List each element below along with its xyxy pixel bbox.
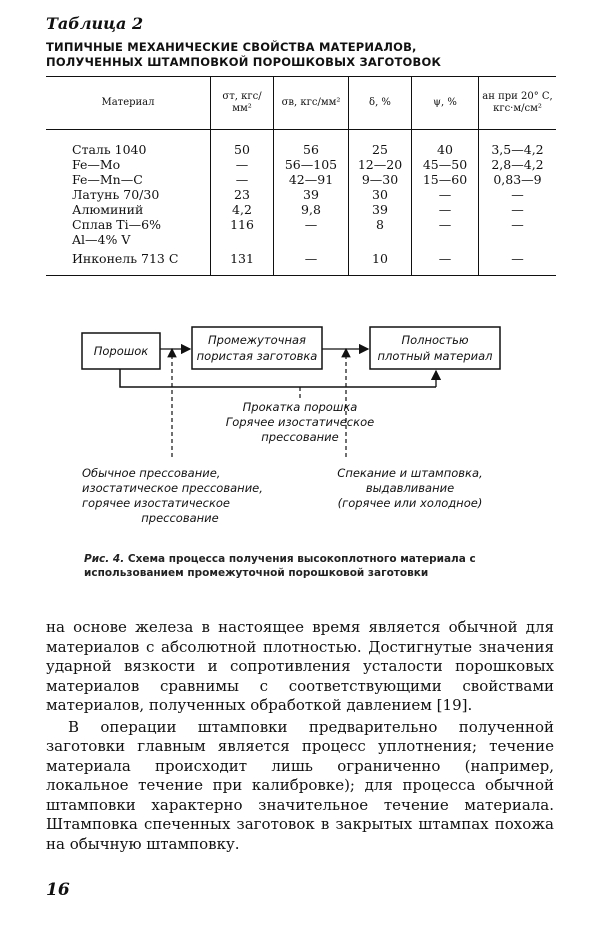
table-cell: Латунь 70/30 bbox=[72, 187, 160, 202]
table-cell: Инконель 713 С bbox=[72, 250, 179, 266]
table-cell: 9—30 bbox=[348, 172, 412, 187]
table-cell: — bbox=[478, 187, 556, 202]
table-row: Инконель 713 С 131 — 10 — — bbox=[46, 247, 556, 276]
center-label-line: Горячее изостатическое bbox=[226, 415, 374, 429]
table-row: Сплав Ti—6% 116 — 8 — — bbox=[46, 217, 556, 232]
table-cell: 2,8—4,2 bbox=[478, 157, 556, 172]
box-powder-label: Порошок bbox=[94, 344, 149, 358]
right-label-line: (горячее или холодное) bbox=[338, 496, 483, 510]
header-impact-toughness: aн при 20° С, кгс·м/см² bbox=[478, 76, 556, 130]
table-cell bbox=[348, 232, 412, 247]
table-cell: Алюминий bbox=[72, 202, 144, 217]
table-row: Сталь 1040 50 56 25 40 3,5—4,2 bbox=[46, 129, 556, 157]
table-cell: 39 bbox=[348, 202, 412, 217]
table-cell: Fe—Mo bbox=[72, 157, 121, 172]
left-label-line: горячее изостатическое bbox=[82, 496, 230, 510]
table-cell: — bbox=[273, 247, 349, 276]
table-cell: — bbox=[210, 157, 274, 172]
table-row: Fe—Mo — 56—105 12—20 45—50 2,8—4,2 bbox=[46, 157, 556, 172]
table-cell: Сталь 1040 bbox=[72, 142, 147, 157]
paragraph: на основе железа в настоящее время являе… bbox=[46, 618, 554, 714]
table-header-row: Материал σт, кгс/мм² σв, кгс/мм² δ, % ψ,… bbox=[46, 76, 556, 130]
table-cell bbox=[478, 232, 556, 247]
table-cell: 116 bbox=[210, 217, 274, 232]
left-label-line: изостатическое прессование, bbox=[82, 481, 263, 495]
table-row: Латунь 70/30 23 39 30 — — bbox=[46, 187, 556, 202]
table-row: Fe—Mn—C — 42—91 9—30 15—60 0,83—9 bbox=[46, 172, 556, 187]
table-cell: Fe—Mn—C bbox=[72, 172, 143, 187]
table-cell: 12—20 bbox=[348, 157, 412, 172]
center-label-line: прессование bbox=[261, 430, 338, 444]
table-title: ТИПИЧНЫЕ МЕХАНИЧЕСКИЕ СВОЙСТВА МАТЕРИАЛО… bbox=[46, 40, 566, 70]
table-cell: — bbox=[411, 202, 479, 217]
table-cell: — bbox=[411, 187, 479, 202]
table-cell: — bbox=[411, 247, 479, 276]
figure-caption-lead: Рис. 4. bbox=[84, 553, 125, 565]
table-cell: 9,8 bbox=[273, 202, 349, 217]
table-title-line: ТИПИЧНЫЕ МЕХАНИЧЕСКИЕ СВОЙСТВА МАТЕРИАЛО… bbox=[46, 40, 417, 54]
paragraph: В операции штамповки предварительно полу… bbox=[46, 717, 554, 853]
box-intermediate-line: Промежуточная bbox=[208, 333, 306, 347]
table-cell: 10 bbox=[348, 247, 412, 276]
box-intermediate bbox=[191, 326, 323, 370]
table-cell: 40 bbox=[411, 129, 479, 157]
box-dense-material bbox=[369, 326, 501, 370]
right-label-line: Спекание и штамповка, bbox=[337, 466, 482, 480]
body-text: на основе железа в настоящее время являе… bbox=[46, 618, 554, 854]
table-title-line: ПОЛУЧЕННЫХ ШТАМПОВКОЙ ПОРОШКОВЫХ ЗАГОТОВ… bbox=[46, 55, 442, 69]
box-intermediate-line: пористая заготовка bbox=[197, 349, 318, 363]
header-material: Материал bbox=[46, 76, 211, 130]
table-cell bbox=[210, 232, 274, 247]
table-cell: 15—60 bbox=[411, 172, 479, 187]
table-cell: Al—4% V bbox=[72, 232, 131, 247]
table-cell bbox=[273, 232, 349, 247]
header-yield-strength: σт, кгс/мм² bbox=[210, 76, 274, 130]
table-cell: 23 bbox=[210, 187, 274, 202]
table-cell: — bbox=[478, 202, 556, 217]
table-cell: 131 bbox=[210, 247, 274, 276]
table-cell: 42—91 bbox=[273, 172, 349, 187]
properties-table: Материал σт, кгс/мм² σв, кгс/мм² δ, % ψ,… bbox=[46, 76, 556, 276]
bypass-line bbox=[119, 369, 436, 388]
table-cell: 56 bbox=[273, 129, 349, 157]
table-row: Алюминий 4,2 9,8 39 — — bbox=[46, 202, 556, 217]
table-row: Al—4% V bbox=[46, 232, 556, 247]
box-dense-line: Полностью bbox=[401, 333, 468, 347]
table-cell: 8 bbox=[348, 217, 412, 232]
header-tensile-strength: σв, кгс/мм² bbox=[273, 76, 349, 130]
table-cell: 3,5—4,2 bbox=[478, 129, 556, 157]
box-dense-line: плотный материал bbox=[378, 349, 494, 363]
table-cell: 50 bbox=[210, 129, 274, 157]
table-cell: 56—105 bbox=[273, 157, 349, 172]
table-cell: — bbox=[273, 217, 349, 232]
page-number: 16 bbox=[46, 880, 70, 900]
left-label-line: Обычное прессование, bbox=[82, 466, 220, 480]
right-label-line: выдавливание bbox=[366, 481, 454, 495]
table-cell: — bbox=[478, 217, 556, 232]
table-cell bbox=[411, 232, 479, 247]
table-cell: — bbox=[478, 247, 556, 276]
table-cell: 45—50 bbox=[411, 157, 479, 172]
table-cell: 39 bbox=[273, 187, 349, 202]
center-label-line: Прокатка порошка bbox=[243, 400, 358, 414]
table-cell: — bbox=[411, 217, 479, 232]
header-elongation: δ, % bbox=[348, 76, 412, 130]
left-label-line: прессование bbox=[141, 511, 218, 525]
table-cell: 4,2 bbox=[210, 202, 274, 217]
process-diagram: Порошок Промежуточная пористая заготовка… bbox=[81, 326, 501, 525]
table-cell: — bbox=[210, 172, 274, 187]
box-powder bbox=[81, 332, 161, 370]
table-cell: 30 bbox=[348, 187, 412, 202]
table-cell: 0,83—9 bbox=[478, 172, 556, 187]
figure-caption-text: Схема процесса получения высокоплотного … bbox=[84, 553, 476, 579]
header-reduction: ψ, % bbox=[411, 76, 479, 130]
table-label: Таблица 2 bbox=[46, 14, 144, 33]
table-cell: 25 bbox=[348, 129, 412, 157]
figure-caption: Рис. 4. Схема процесса получения высокоп… bbox=[84, 552, 544, 580]
table-cell: Сплав Ti—6% bbox=[72, 217, 161, 232]
